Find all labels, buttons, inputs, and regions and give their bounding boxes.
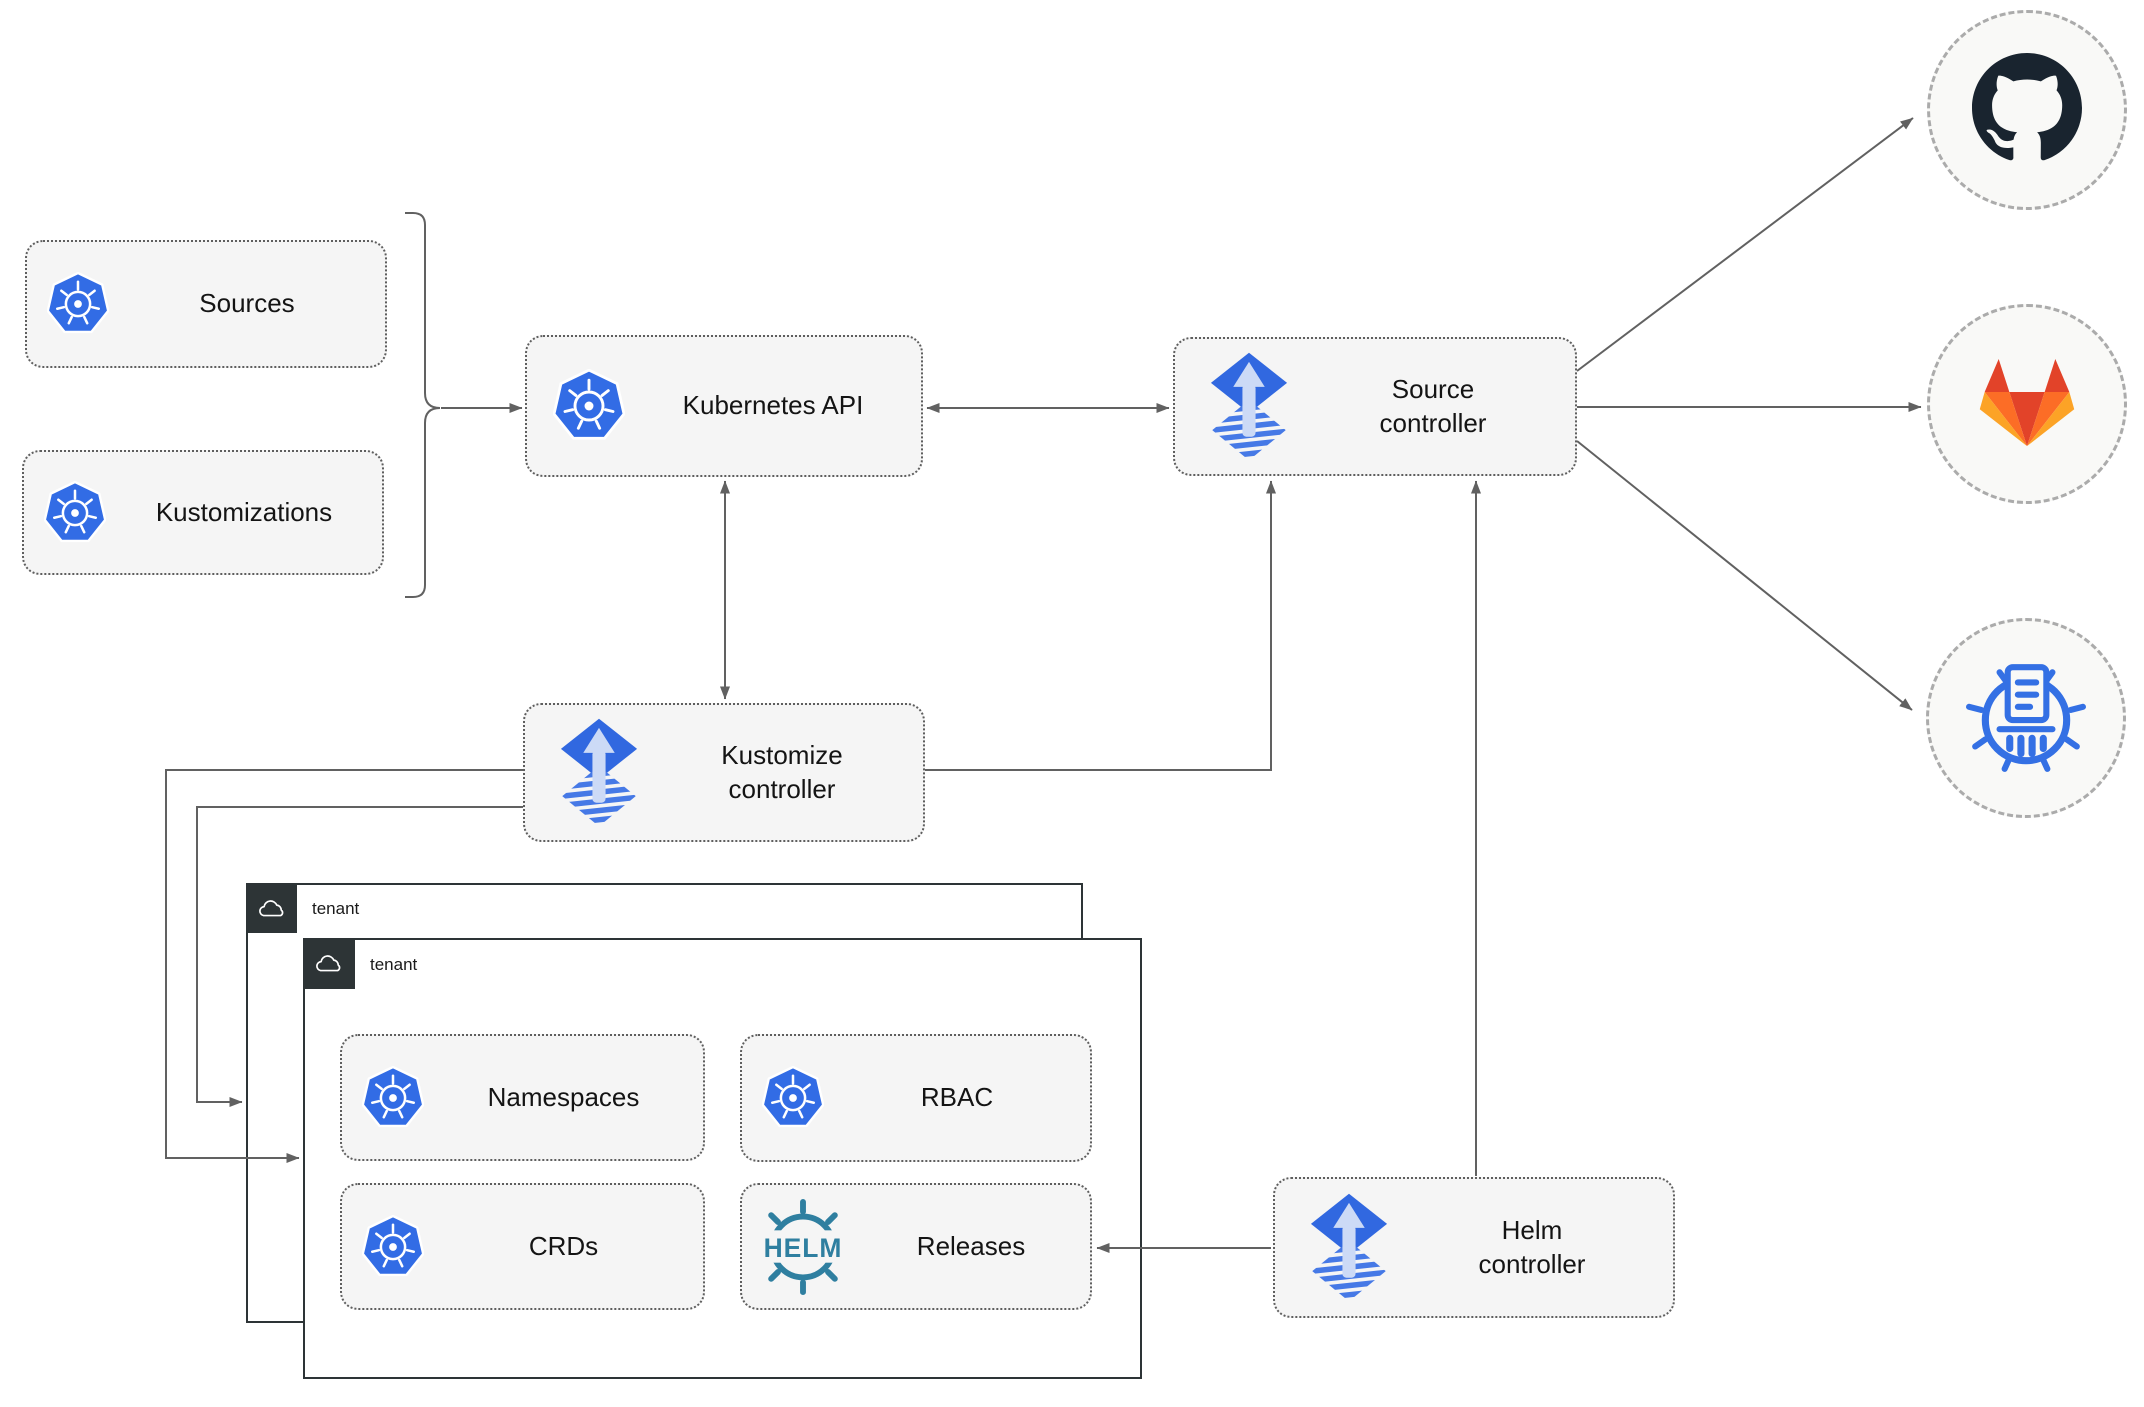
node-crds: CRDs [340, 1183, 705, 1310]
flux-icon [1307, 1191, 1391, 1304]
node-kustomize-controller: Kustomize controller [523, 703, 925, 842]
helm-icon: HELM [754, 1198, 852, 1296]
edge-kustomize-to-source [925, 480, 1276, 771]
edge-source-to-github [1576, 117, 1914, 372]
kubernetes-icon [362, 1214, 424, 1279]
node-rbac: RBAC [740, 1034, 1092, 1162]
helm-logo-text: HELM [764, 1232, 843, 1262]
github-endpoint [1927, 10, 2127, 210]
kubernetes-icon [47, 272, 109, 336]
node-releases: HELM Releases [740, 1183, 1092, 1310]
node-releases-label: Releases [916, 1230, 1026, 1261]
node-rbac-label: RBAC [920, 1082, 994, 1113]
node-kustomize-controller-label: Kustomize controller [721, 739, 843, 804]
bracket-sources-kustomizations [405, 212, 441, 598]
gitlab-icon [1979, 357, 2075, 452]
kubernetes-icon [44, 480, 106, 545]
node-namespaces-label: Namespaces [487, 1081, 640, 1112]
kubernetes-icon [362, 1065, 424, 1130]
node-source-controller-label: Source controller [1379, 373, 1487, 438]
node-helm-controller-label: Helm controller [1478, 1214, 1586, 1279]
kubernetes-icon [553, 369, 625, 443]
flux-icon [557, 716, 641, 829]
flux-icon [1207, 350, 1291, 463]
node-kustomizations-label: Kustomizations [155, 496, 333, 527]
node-crds-label: CRDs [528, 1230, 599, 1261]
cloud-icon [246, 883, 297, 933]
chartmuseum-endpoint [1926, 618, 2126, 818]
node-namespaces: Namespaces [340, 1034, 705, 1161]
github-icon [1972, 52, 2082, 168]
node-helm-controller: Helm controller [1273, 1177, 1675, 1318]
kubernetes-icon [762, 1066, 824, 1130]
node-source-controller: Source controller [1173, 337, 1577, 476]
node-sources-label: Sources [199, 288, 295, 319]
node-sources: Sources [25, 240, 387, 368]
cloud-icon [303, 938, 355, 989]
tenant-front-label: tenant [370, 955, 418, 974]
node-kustomizations: Kustomizations [22, 450, 384, 575]
node-kubernetes-api-label: Kubernetes API [682, 390, 864, 421]
node-kubernetes-api: Kubernetes API [525, 335, 923, 477]
tenant-back-label: tenant [312, 899, 360, 918]
gitlab-endpoint [1927, 304, 2127, 504]
chartmuseum-icon [1956, 655, 2096, 782]
edge-source-to-chartmuseum [1576, 440, 1913, 711]
